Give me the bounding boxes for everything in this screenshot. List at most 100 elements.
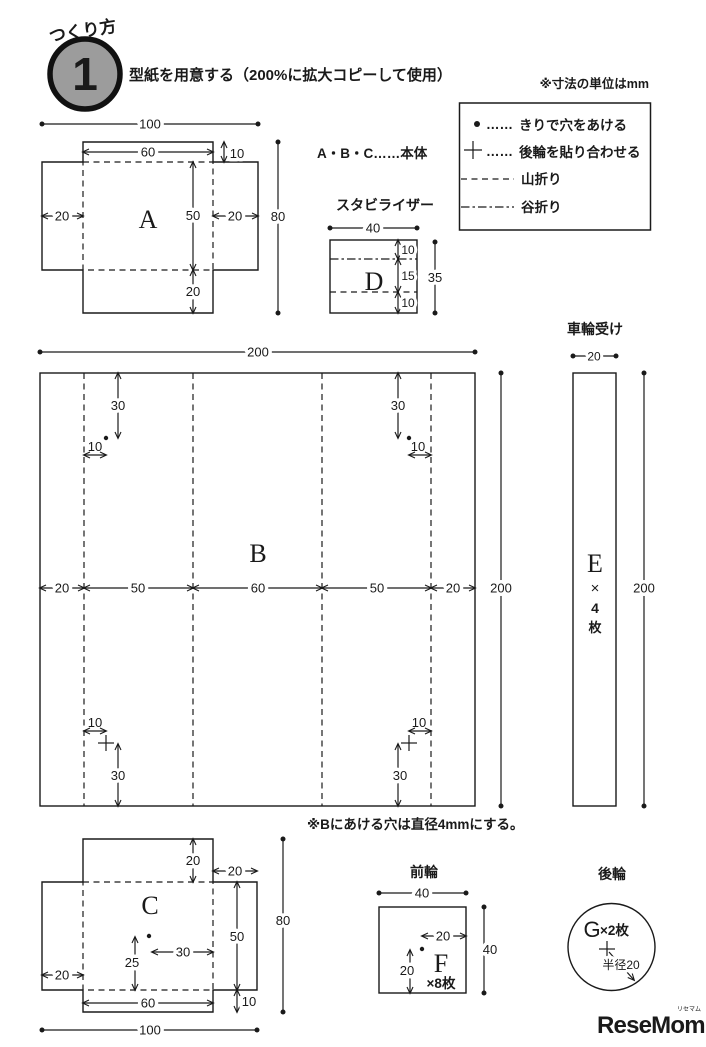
dim-label: 10 (88, 715, 102, 730)
piece-c: 20 20 80 50 C 30 25 20 10 60 100 (39, 836, 294, 1041)
dim-label: 35 (428, 270, 442, 285)
dim-label: 30 (111, 768, 125, 783)
dim-label: 30 (111, 398, 125, 413)
dim-label: 15 (401, 269, 415, 283)
dim-label: 30 (393, 768, 407, 783)
dim-label: 25 (125, 955, 139, 970)
piece-d: スタビライザー 40 10 15 10 35 D (327, 197, 446, 316)
body-parts-note: A・B・C……本体 (317, 145, 428, 161)
piece-c-fold-lines (82, 881, 214, 991)
piece-a-letter: A (139, 205, 158, 234)
dim-label: 20 (55, 581, 69, 596)
radius-label: 半径20 (602, 958, 640, 972)
dim-label: 40 (366, 221, 380, 236)
dim-label: 20 (436, 929, 450, 944)
legend-box: …… きりで穴をあける …… 後輪を貼り合わせる 山折り 谷折り (458, 102, 652, 231)
dim-label: 20 (446, 581, 460, 596)
legend-leader: …… (486, 144, 513, 159)
piece-g-outline (567, 902, 656, 992)
piece-b: 200 30 10 30 10 B 20 50 60 50 20 200 10 (37, 341, 515, 809)
radius-arrow (608, 951, 636, 982)
hole-dot-icon (474, 121, 480, 127)
resemom-logo: リセマム ReseMom. (597, 1006, 706, 1039)
piece-c-outline (41, 838, 258, 1013)
legend-hole-label: きりで穴をあける (519, 117, 627, 133)
awl-hole-dot (419, 946, 425, 952)
piece-e-outline (572, 372, 617, 807)
piece-g: 後輪 G ×2枚 半径20 (567, 866, 656, 992)
instruction-text: 型紙を用意する（200%に拡大コピーして使用） (129, 66, 452, 84)
dim-label: 50 (370, 581, 384, 596)
piece-e-count-unit: 枚 (588, 620, 602, 635)
dim-label: 10 (242, 994, 256, 1009)
dim-label: 60 (251, 581, 265, 596)
dim-label: 20 (55, 209, 69, 224)
dim-label: 40 (415, 886, 429, 901)
piece-c-letter: C (141, 891, 158, 920)
dim-label: 60 (141, 996, 155, 1011)
dim-label: 50 (131, 581, 145, 596)
awl-hole-dot (146, 933, 152, 939)
piece-f-count: ×8枚 (427, 975, 456, 991)
piece-a: 100 60 10 20 20 50 20 80 A (39, 113, 289, 316)
legend-leader: …… (486, 117, 513, 132)
dim-label: 200 (490, 581, 512, 596)
front-wheel-heading: 前輪 (410, 864, 439, 880)
wheel-holder-heading: 車輪受け (567, 321, 623, 337)
legend-valley-label: 谷折り (521, 199, 562, 215)
legend-border (458, 102, 652, 231)
piece-f: 前輪 40 20 20 F ×8枚 40 (376, 864, 501, 996)
dim-label: 20 (186, 853, 200, 868)
dim-label: 200 (633, 581, 655, 596)
dim-label: 10 (411, 439, 425, 454)
piece-f-letter: F (434, 949, 448, 978)
dim-label: 10 (88, 439, 102, 454)
dim-label: 10 (401, 296, 415, 310)
step-header: つくり方 1 型紙を用意する（200%に拡大コピーして使用） ※寸法の単位はmm (47, 16, 649, 112)
dim-label: 30 (391, 398, 405, 413)
legend-mountain-label: 山折り (521, 171, 562, 187)
logo-text: ReseMom. (597, 1012, 706, 1039)
dim-label: 20 (400, 963, 414, 978)
piece-e: 車輪受け 20 E × 4 枚 200 (567, 321, 658, 809)
logo-ruby: リセマム (677, 1006, 701, 1013)
dim-label: 10 (412, 715, 426, 730)
dim-label: 10 (230, 146, 244, 161)
stabilizer-heading: スタビライザー (336, 197, 434, 213)
piece-e-letter: E (587, 549, 603, 578)
dim-label: 80 (271, 209, 285, 224)
rear-wheel-heading: 後輪 (598, 866, 627, 882)
glue-cross-icon (464, 141, 482, 159)
dim-label: 20 (228, 864, 242, 879)
step-number-circle (47, 36, 123, 112)
piece-d-outline (329, 239, 418, 314)
awl-hole-dot (103, 435, 109, 441)
piece-g-letter: G (583, 917, 600, 942)
piece-e-count-x: × (591, 580, 600, 597)
legend-glue-label: 後輪を貼り合わせる (519, 144, 641, 160)
piece-g-count: ×2枚 (600, 922, 629, 938)
dim-label: 200 (247, 345, 269, 360)
dim-label: 60 (141, 145, 155, 160)
dim-label: 40 (483, 942, 497, 957)
awl-hole-dot (406, 435, 412, 441)
dim-label: 30 (176, 945, 190, 960)
dim-label: 100 (139, 117, 161, 132)
dim-label: 20 (228, 209, 242, 224)
dim-label: 50 (186, 208, 200, 223)
dim-label: 100 (139, 1023, 161, 1038)
dim-label: 80 (276, 913, 290, 928)
piece-d-letter: D (365, 267, 384, 296)
dim-label: 20 (587, 350, 601, 364)
piece-b-letter: B (249, 539, 266, 568)
step-number: 1 (72, 48, 98, 100)
dim-label: 10 (401, 243, 415, 257)
piece-e-count-n: 4 (591, 600, 599, 616)
glue-cross-mark (401, 735, 417, 751)
dim-label: 20 (186, 284, 200, 299)
piece-f-outline (378, 906, 467, 994)
hole-diameter-note: ※Bにあける穴は直径4mmにする。 (307, 816, 524, 832)
dim-label: 50 (230, 929, 244, 944)
